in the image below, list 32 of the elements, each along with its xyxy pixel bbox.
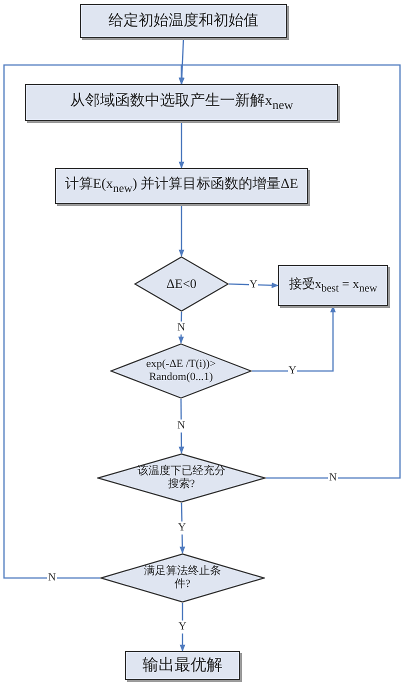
arrow [178, 399, 184, 454]
process-box [80, 4, 287, 38]
decision-diamond [97, 453, 266, 503]
process-box [25, 84, 338, 121]
decision-diamond [134, 256, 229, 312]
arrow [3, 64, 184, 579]
decision-text: 该温度下已经充分搜索? [136, 464, 226, 492]
decision-diamond [110, 343, 252, 399]
edge-label: N [176, 321, 186, 334]
edge-label: Y [178, 620, 188, 634]
decision-diamond [100, 553, 265, 603]
process-box [278, 265, 388, 306]
arrow [228, 282, 279, 288]
arrow [178, 204, 184, 257]
process-text: 接受x$_{best}$ = x$_{new}$ [288, 276, 378, 296]
arrow [178, 38, 185, 85]
arrow [180, 603, 186, 652]
decision-text: 满足算法终止条件? [143, 564, 222, 592]
decision-text: exp(-ΔE /T(i))> Random(0...1) [145, 358, 217, 384]
arrow [252, 305, 336, 372]
process-text: 输出最优解 [142, 656, 224, 676]
process-text: 从邻域函数中选取产生一新解x$_{new}$ [68, 92, 294, 113]
arrow [180, 502, 186, 554]
process-text: 计算E(x$_{new}$) 并计算目标函数的增量ΔE [64, 176, 300, 196]
arrow [178, 312, 184, 344]
edge-label: Y [177, 522, 187, 534]
arrow [178, 121, 184, 169]
process-text: 给定初始温度和初始值 [108, 12, 260, 30]
decision-text: ΔE<0 [165, 276, 198, 292]
process-box [55, 168, 308, 204]
edge-label: N [176, 420, 186, 432]
process-box [125, 651, 240, 680]
